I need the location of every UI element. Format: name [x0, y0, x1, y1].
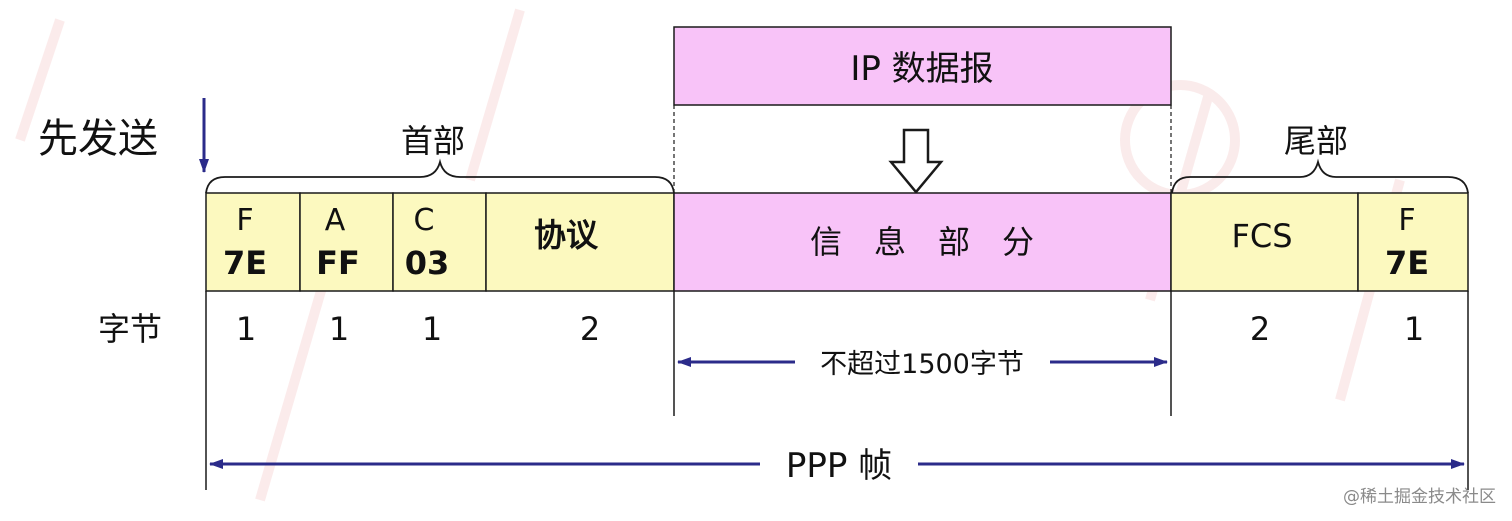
bytes-control: 1 — [422, 310, 442, 348]
field-control-value: 03 — [405, 244, 450, 282]
field-control — [392, 192, 487, 292]
field-address-value: FF — [316, 244, 360, 282]
field-flag-start-name: F — [236, 203, 253, 238]
field-address — [299, 192, 394, 292]
header-brace — [205, 158, 675, 194]
bytes-protocol: 2 — [580, 310, 600, 348]
field-fcs-value: FCS — [1231, 217, 1292, 255]
field-protocol — [485, 192, 675, 292]
field-flag-end-name: F — [1398, 203, 1415, 238]
ip-datagram-label: IP 数据报 — [850, 49, 993, 89]
field-control-name: C — [414, 203, 435, 238]
bytes-flag-start: 1 — [236, 310, 256, 348]
bytes-row-label: 字节 — [98, 310, 162, 348]
bytes-fcs: 2 — [1250, 310, 1270, 348]
trailer-label: 尾部 — [1284, 122, 1348, 160]
bytes-address: 1 — [329, 310, 349, 348]
frame-fields: F A C F 7E FF 03 协议 信 息 部 分 FCS 7E — [205, 192, 1469, 292]
ip-datagram-box — [673, 26, 1172, 106]
field-flag-end — [1357, 192, 1469, 292]
field-flag-start — [205, 192, 301, 292]
header-label: 首部 — [401, 122, 465, 160]
bytes-flag-end: 1 — [1404, 310, 1424, 348]
ppp-frame-label: PPP 帧 — [786, 446, 892, 486]
extension-lines — [205, 291, 1469, 490]
site-watermark: @稀土掘金技术社区 — [1343, 487, 1496, 507]
send-first-label: 先发送 — [38, 116, 158, 162]
field-flag-end-value: 7E — [1385, 244, 1429, 282]
field-address-name: A — [325, 203, 346, 238]
field-information-value: 信 息 部 分 — [810, 223, 1034, 261]
field-protocol-value: 协议 — [534, 216, 599, 254]
trailer-brace — [1171, 158, 1469, 194]
encapsulation-down-arrow-icon — [888, 128, 944, 194]
info-limit-label: 不超过1500字节 — [820, 349, 1024, 380]
field-flag-start-value: 7E — [223, 244, 267, 282]
field-information — [673, 192, 1172, 292]
